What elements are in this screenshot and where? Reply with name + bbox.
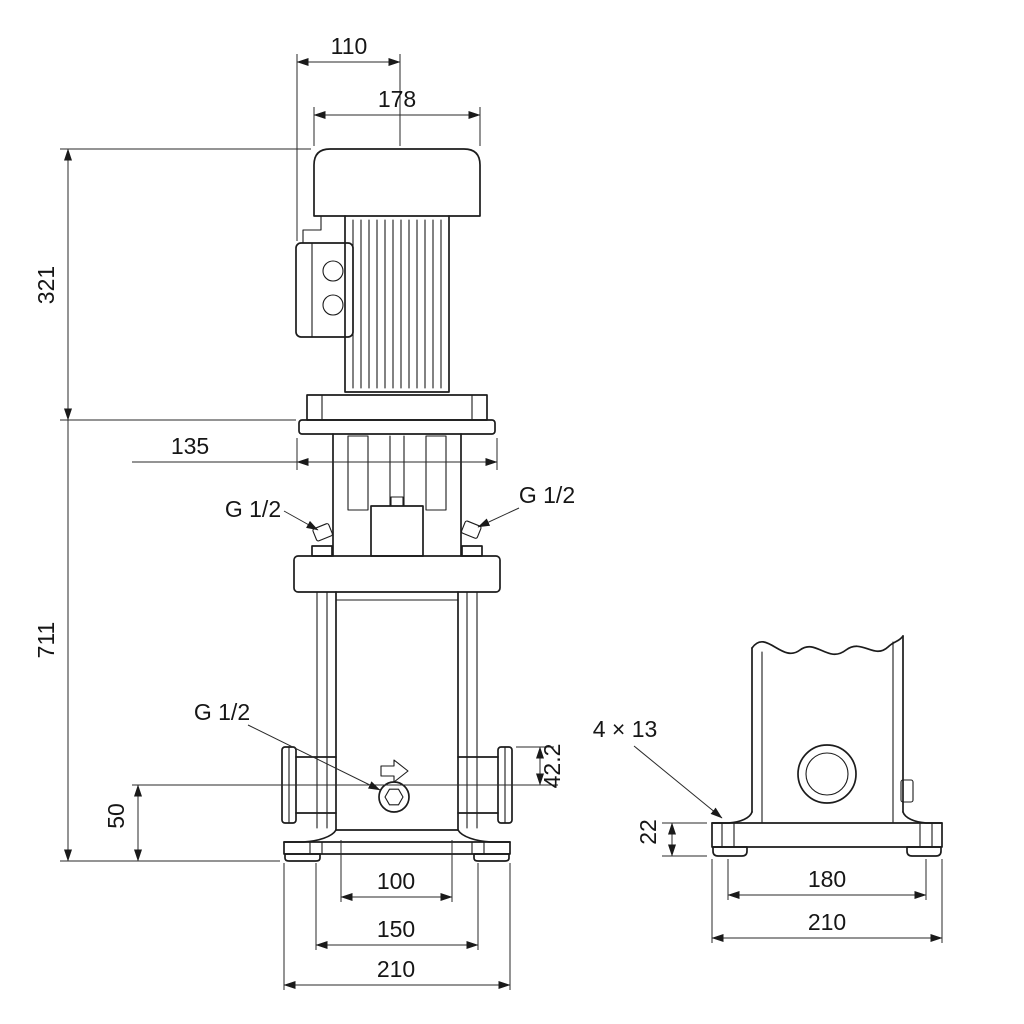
side-view: 4 × 13 22 180 210: [593, 635, 943, 943]
chamber-stack: [316, 591, 478, 831]
chamber-sleeve-side: [751, 635, 914, 823]
fan-cover: [313, 148, 481, 217]
shaft: [389, 435, 405, 507]
side-port-outer: [797, 744, 857, 804]
dim-50-label: 50: [103, 803, 129, 829]
dimensions-side: 4 × 13 22 180 210: [593, 716, 943, 943]
base-skirt: [283, 829, 511, 843]
staybolt-nut-right: [461, 545, 483, 557]
dim-135-label: 135: [171, 433, 209, 459]
drain-plug: [378, 781, 410, 813]
motor-body: [344, 215, 450, 393]
staybolt-nut-left: [311, 545, 333, 557]
stool-window-left: [347, 435, 369, 511]
base-bolt-holes-front: [309, 841, 485, 855]
base-bolt-holes-side: [721, 823, 933, 847]
vent-left-label: G 1/2: [225, 496, 281, 522]
dim-22-label: 22: [635, 819, 661, 845]
drain-plug-hex: [384, 788, 404, 806]
pump-head-flange: [293, 555, 501, 593]
sleeve-walls: [751, 635, 904, 813]
base-side: [711, 811, 943, 857]
foot-right-side: [906, 846, 942, 857]
sleeve: [335, 591, 459, 831]
foot-right: [473, 853, 510, 862]
drain-label: G 1/2: [194, 699, 250, 725]
dim-210-side-label: 210: [808, 909, 846, 935]
foot-left-side: [712, 846, 748, 857]
stool-window-right: [425, 435, 447, 511]
dimensions-front: 110 178 321 711 135 G 1/2 G 1/2 G 1/2 42…: [33, 33, 575, 990]
break-line: [751, 635, 904, 656]
vent-plug-left: [312, 523, 333, 542]
dim-42-2-label: 42.2: [539, 744, 565, 789]
cable-entry-top: [322, 260, 344, 282]
vent-plug-right: [461, 520, 482, 539]
front-view: 110 178 321 711 135 G 1/2 G 1/2 G 1/2 42…: [33, 33, 575, 990]
dim-711-label: 711: [33, 622, 59, 659]
motor-flange: [306, 394, 488, 421]
bolt-holes-label: 4 × 13: [593, 716, 658, 742]
tie-rods: [316, 591, 478, 829]
coupling-guard: [370, 505, 424, 557]
pump-head: [293, 545, 501, 593]
flow-direction-arrow-icon: [380, 759, 409, 783]
base-front: [283, 829, 511, 862]
dim-100-label: 100: [377, 868, 415, 894]
dim-110-label: 110: [331, 33, 368, 59]
side-boss: [900, 779, 914, 803]
cable-entry-bottom: [322, 294, 344, 316]
discharge-port: [457, 756, 499, 814]
stool-top-plate: [298, 419, 496, 435]
side-port-inner: [805, 752, 849, 796]
drain: [378, 759, 410, 813]
foot-left: [284, 853, 321, 862]
motor-stool: [298, 394, 496, 557]
dim-210-label: 210: [377, 956, 415, 982]
terminal-box-step: [302, 215, 322, 244]
terminal-box: [295, 242, 354, 338]
stool-walls: [332, 433, 462, 557]
base-skirt-side: [711, 811, 943, 824]
dim-321-label: 321: [33, 266, 59, 304]
base-plate: [283, 841, 511, 855]
motor: [295, 148, 481, 393]
dim-178-label: 178: [378, 86, 416, 112]
dim-150-label: 150: [377, 916, 415, 942]
vent-right-label: G 1/2: [519, 482, 575, 508]
base-plate-side: [711, 822, 943, 848]
dim-180-label: 180: [808, 866, 846, 892]
coupling-screw: [390, 496, 404, 507]
cooling-fins: [352, 219, 442, 389]
suction-port: [295, 756, 337, 814]
